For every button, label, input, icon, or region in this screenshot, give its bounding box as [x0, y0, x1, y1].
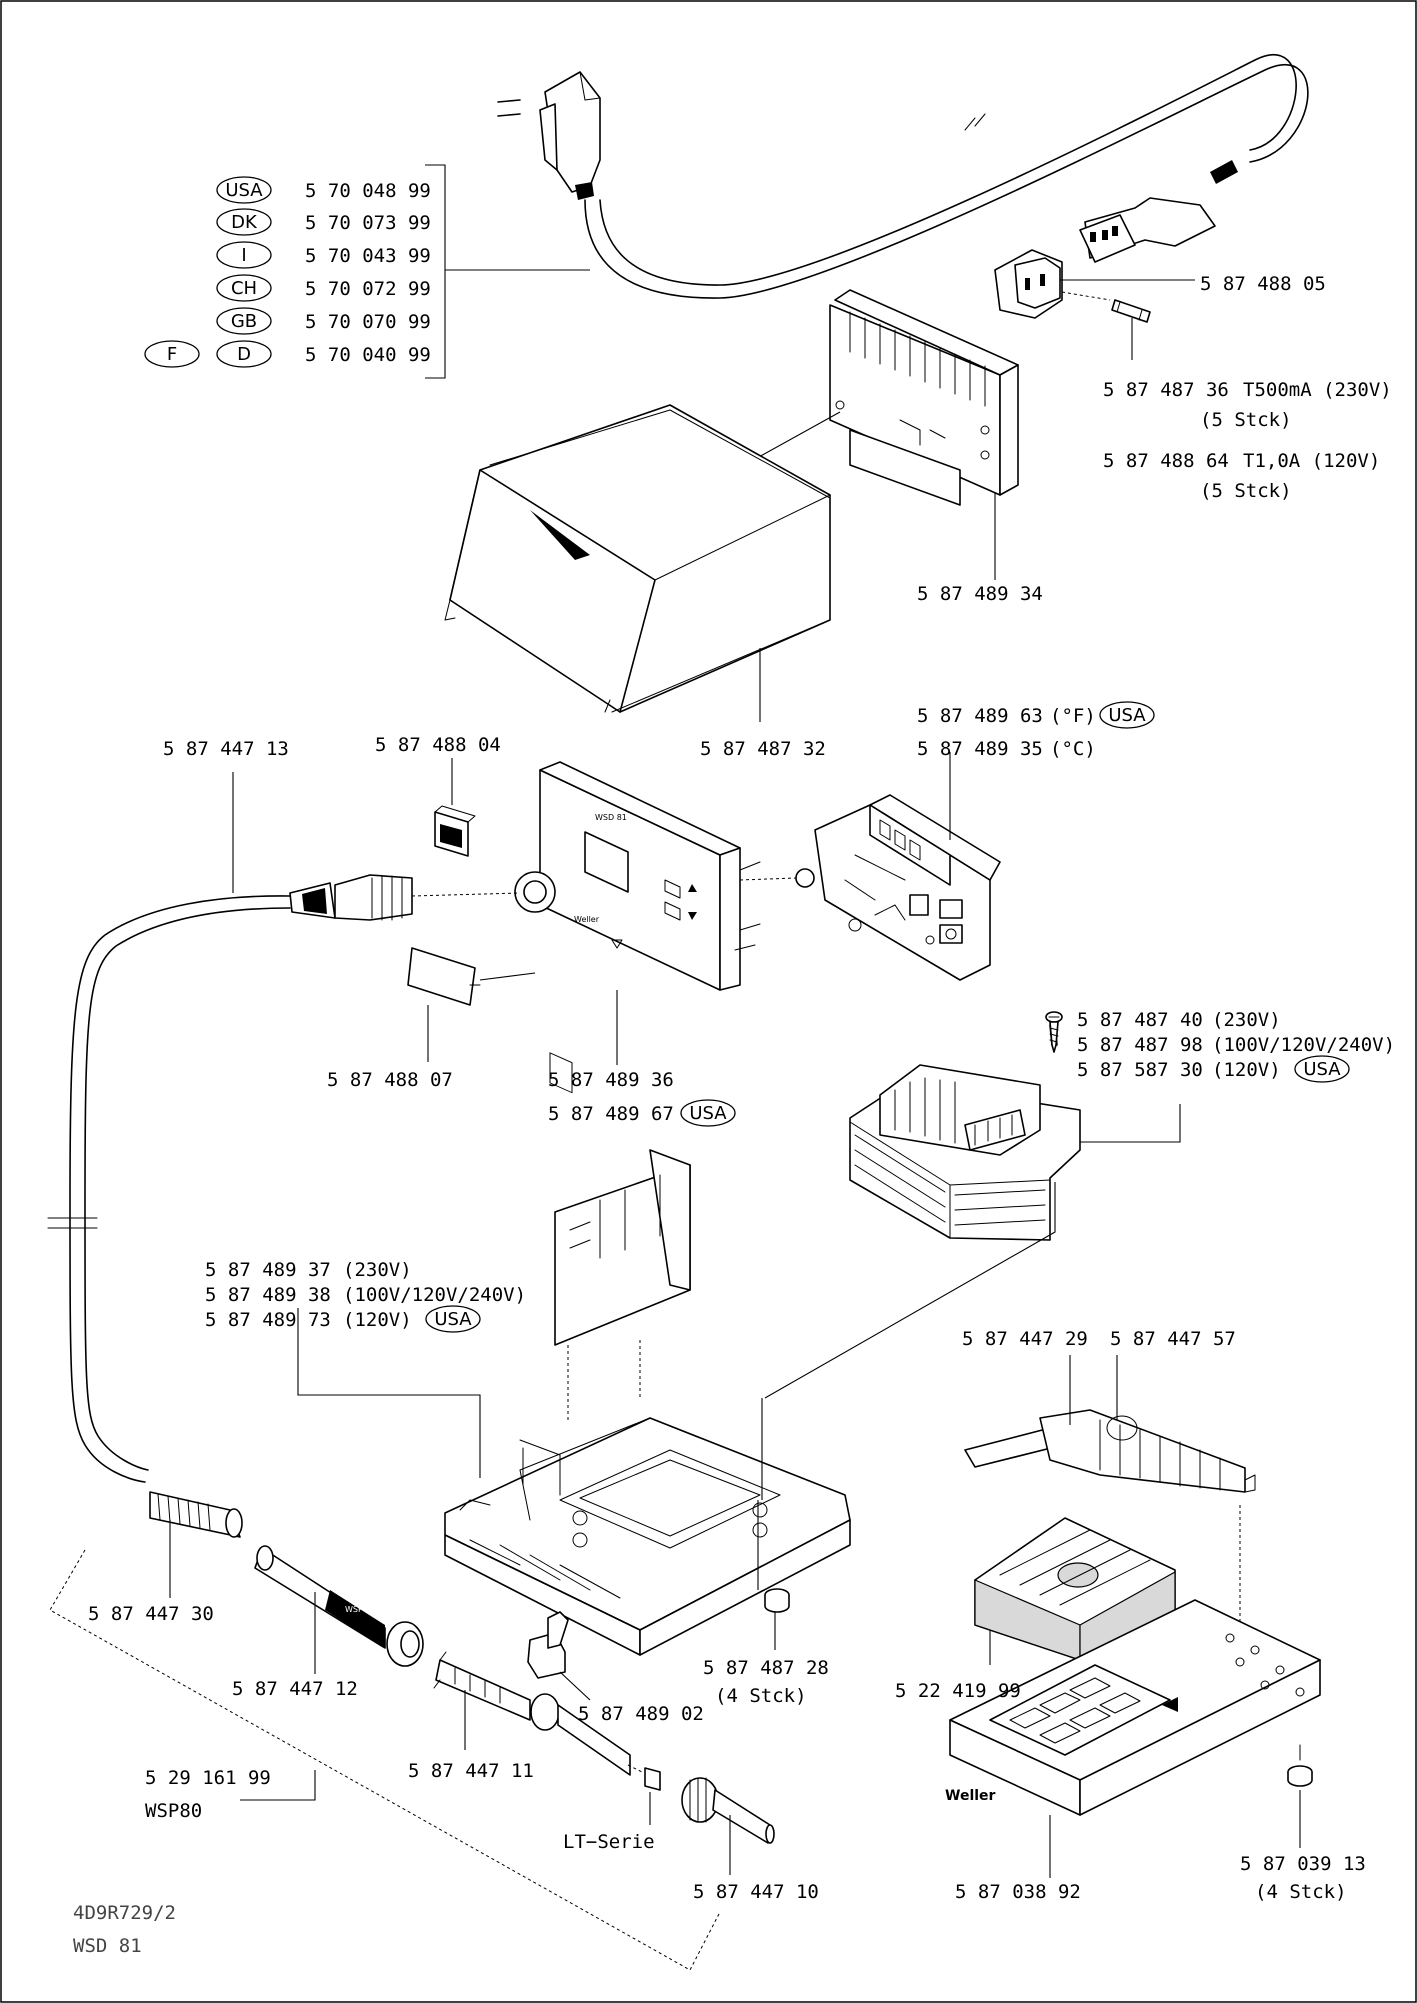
label-transformer-120: 5 87 587 30	[1077, 1059, 1203, 1081]
stand-tray: Weller	[945, 1599, 1321, 1816]
label-element: 5 87 447 11	[408, 1760, 534, 1782]
shield-plate	[554, 1149, 691, 1346]
label-handle: 5 87 447 12	[232, 1678, 358, 1700]
label-tray: 5 87 038 92	[955, 1881, 1081, 1903]
label-transformer-120-v: (120V)	[1212, 1059, 1281, 1081]
tray-foot	[1287, 1765, 1313, 1787]
label-sponge: 5 22 419 99	[895, 1680, 1021, 1702]
country-tag-dk: DK	[231, 212, 258, 233]
label-transformer-multi-v: (100V/120V/240V)	[1212, 1034, 1395, 1056]
label-tray-foot: 5 87 039 13	[1240, 1853, 1366, 1875]
label-transformer-multi: 5 87 487 98	[1077, 1034, 1203, 1056]
label-foot-qty: (4 Stck)	[715, 1685, 807, 1707]
cord-part-i: 5 70 043 99	[305, 245, 431, 267]
power-cord	[497, 54, 1309, 299]
display-window	[407, 947, 481, 1006]
label-transformer-230: 5 87 487 40	[1077, 1009, 1203, 1031]
cord-part-ch: 5 70 072 99	[305, 278, 431, 300]
label-iron-part: 5 29 161 99	[145, 1767, 271, 1789]
label-iron-name: WSP80	[145, 1800, 202, 1822]
adjust-knob	[527, 1611, 569, 1679]
heating-element	[433, 1651, 631, 1776]
usa-tag-transformer: USA	[1303, 1059, 1341, 1080]
country-tag-d: D	[237, 344, 251, 365]
label-cover: 5 87 487 32	[700, 738, 826, 760]
front-panel: WSD 81 Weller	[514, 761, 761, 1094]
label-knob: 5 87 489 02	[578, 1703, 704, 1725]
mains-socket	[994, 249, 1111, 319]
country-tag-gb: GB	[231, 311, 257, 332]
label-base-120: 5 87 489 73	[205, 1309, 331, 1331]
label-fuse-230-spec: T500mA (230V)	[1243, 379, 1392, 401]
label-fuse-120-qty: (5 Stck)	[1200, 480, 1292, 502]
label-heatsink: 5 87 489 34	[917, 583, 1043, 605]
housing-cover	[444, 404, 831, 713]
front-model-marking: WSD 81	[595, 813, 627, 822]
tray-brand-marking: Weller	[945, 1788, 996, 1804]
label-pcb-c: 5 87 489 35	[917, 738, 1043, 760]
label-cable: 5 87 447 13	[163, 738, 289, 760]
label-sleeve: 5 87 447 30	[88, 1603, 214, 1625]
iron-group-outline	[49, 1549, 721, 1971]
country-tag-i: I	[241, 245, 246, 266]
screw	[1045, 1011, 1063, 1053]
label-foot: 5 87 487 28	[703, 1657, 829, 1679]
label-base-120-v: (120V)	[343, 1309, 412, 1331]
label-fuse-230-qty: (5 Stck)	[1200, 409, 1292, 431]
label-window: 5 87 488 07	[327, 1069, 453, 1091]
fuse	[1111, 299, 1151, 323]
label-fuse-120: 5 87 488 64	[1103, 450, 1229, 472]
transformer	[849, 1024, 1081, 1241]
iron-handle: WSP 80	[254, 1545, 424, 1667]
iron-holder	[964, 1409, 1256, 1493]
label-tip: 5 87 447 10	[693, 1881, 819, 1903]
label-pcb-f-unit: (°F)	[1050, 705, 1096, 727]
label-front: 5 87 489 36	[548, 1069, 674, 1091]
cord-bracket	[425, 164, 590, 379]
label-base-230-v: (230V)	[343, 1259, 412, 1281]
cord-part-gb: 5 70 070 99	[305, 311, 431, 333]
country-tag-f: F	[167, 344, 177, 365]
label-transformer-230-v: (230V)	[1212, 1009, 1281, 1031]
cord-part-usa: 5 70 048 99	[305, 180, 431, 202]
iron-cable	[47, 874, 413, 1483]
control-board	[795, 794, 1001, 981]
label-holder-a: 5 87 447 29	[962, 1328, 1088, 1350]
power-switch	[434, 805, 476, 857]
drawing-model: WSD 81	[73, 1935, 142, 1957]
label-tip-series: LT−Serie	[563, 1831, 655, 1853]
cord-part-d: 5 70 040 99	[305, 344, 431, 366]
country-tag-usa: USA	[225, 180, 263, 201]
handle-marking: WSP 80	[345, 1605, 376, 1614]
label-fuse-230: 5 87 487 36	[1103, 379, 1229, 401]
label-base-230: 5 87 489 37	[205, 1259, 331, 1281]
label-pcb-c-unit: (°C)	[1050, 738, 1096, 760]
label-holder-b: 5 87 447 57	[1110, 1328, 1236, 1350]
label-base-multi-v: (100V/120V/240V)	[343, 1284, 526, 1306]
usa-tag-pcb: USA	[1108, 705, 1146, 726]
usa-tag-base: USA	[434, 1309, 472, 1330]
label-tray-foot-qty: (4 Stck)	[1255, 1881, 1347, 1903]
cord-variant-list: USA 5 70 048 99 DK 5 70 073 99 I 5 70 04…	[144, 176, 431, 368]
label-front-usa: 5 87 489 67	[548, 1103, 674, 1125]
country-tag-ch: CH	[231, 278, 257, 299]
label-switch: 5 87 488 04	[375, 734, 501, 756]
rubber-foot	[764, 1588, 790, 1613]
drawing-code: 4D9R729/2	[73, 1902, 176, 1924]
base-housing	[444, 1417, 851, 1656]
tip	[644, 1767, 775, 1844]
label-socket: 5 87 488 05	[1200, 273, 1326, 295]
front-brand-marking: Weller	[574, 915, 600, 924]
heatsink-bracket	[829, 289, 1019, 506]
label-fuse-120-spec: T1,0A (120V)	[1243, 450, 1380, 472]
label-base-multi: 5 87 489 38	[205, 1284, 331, 1306]
label-pcb-f: 5 87 489 63	[917, 705, 1043, 727]
grip-sleeve	[149, 1491, 243, 1538]
cord-part-dk: 5 70 073 99	[305, 212, 431, 234]
usa-tag-front: USA	[689, 1103, 727, 1124]
